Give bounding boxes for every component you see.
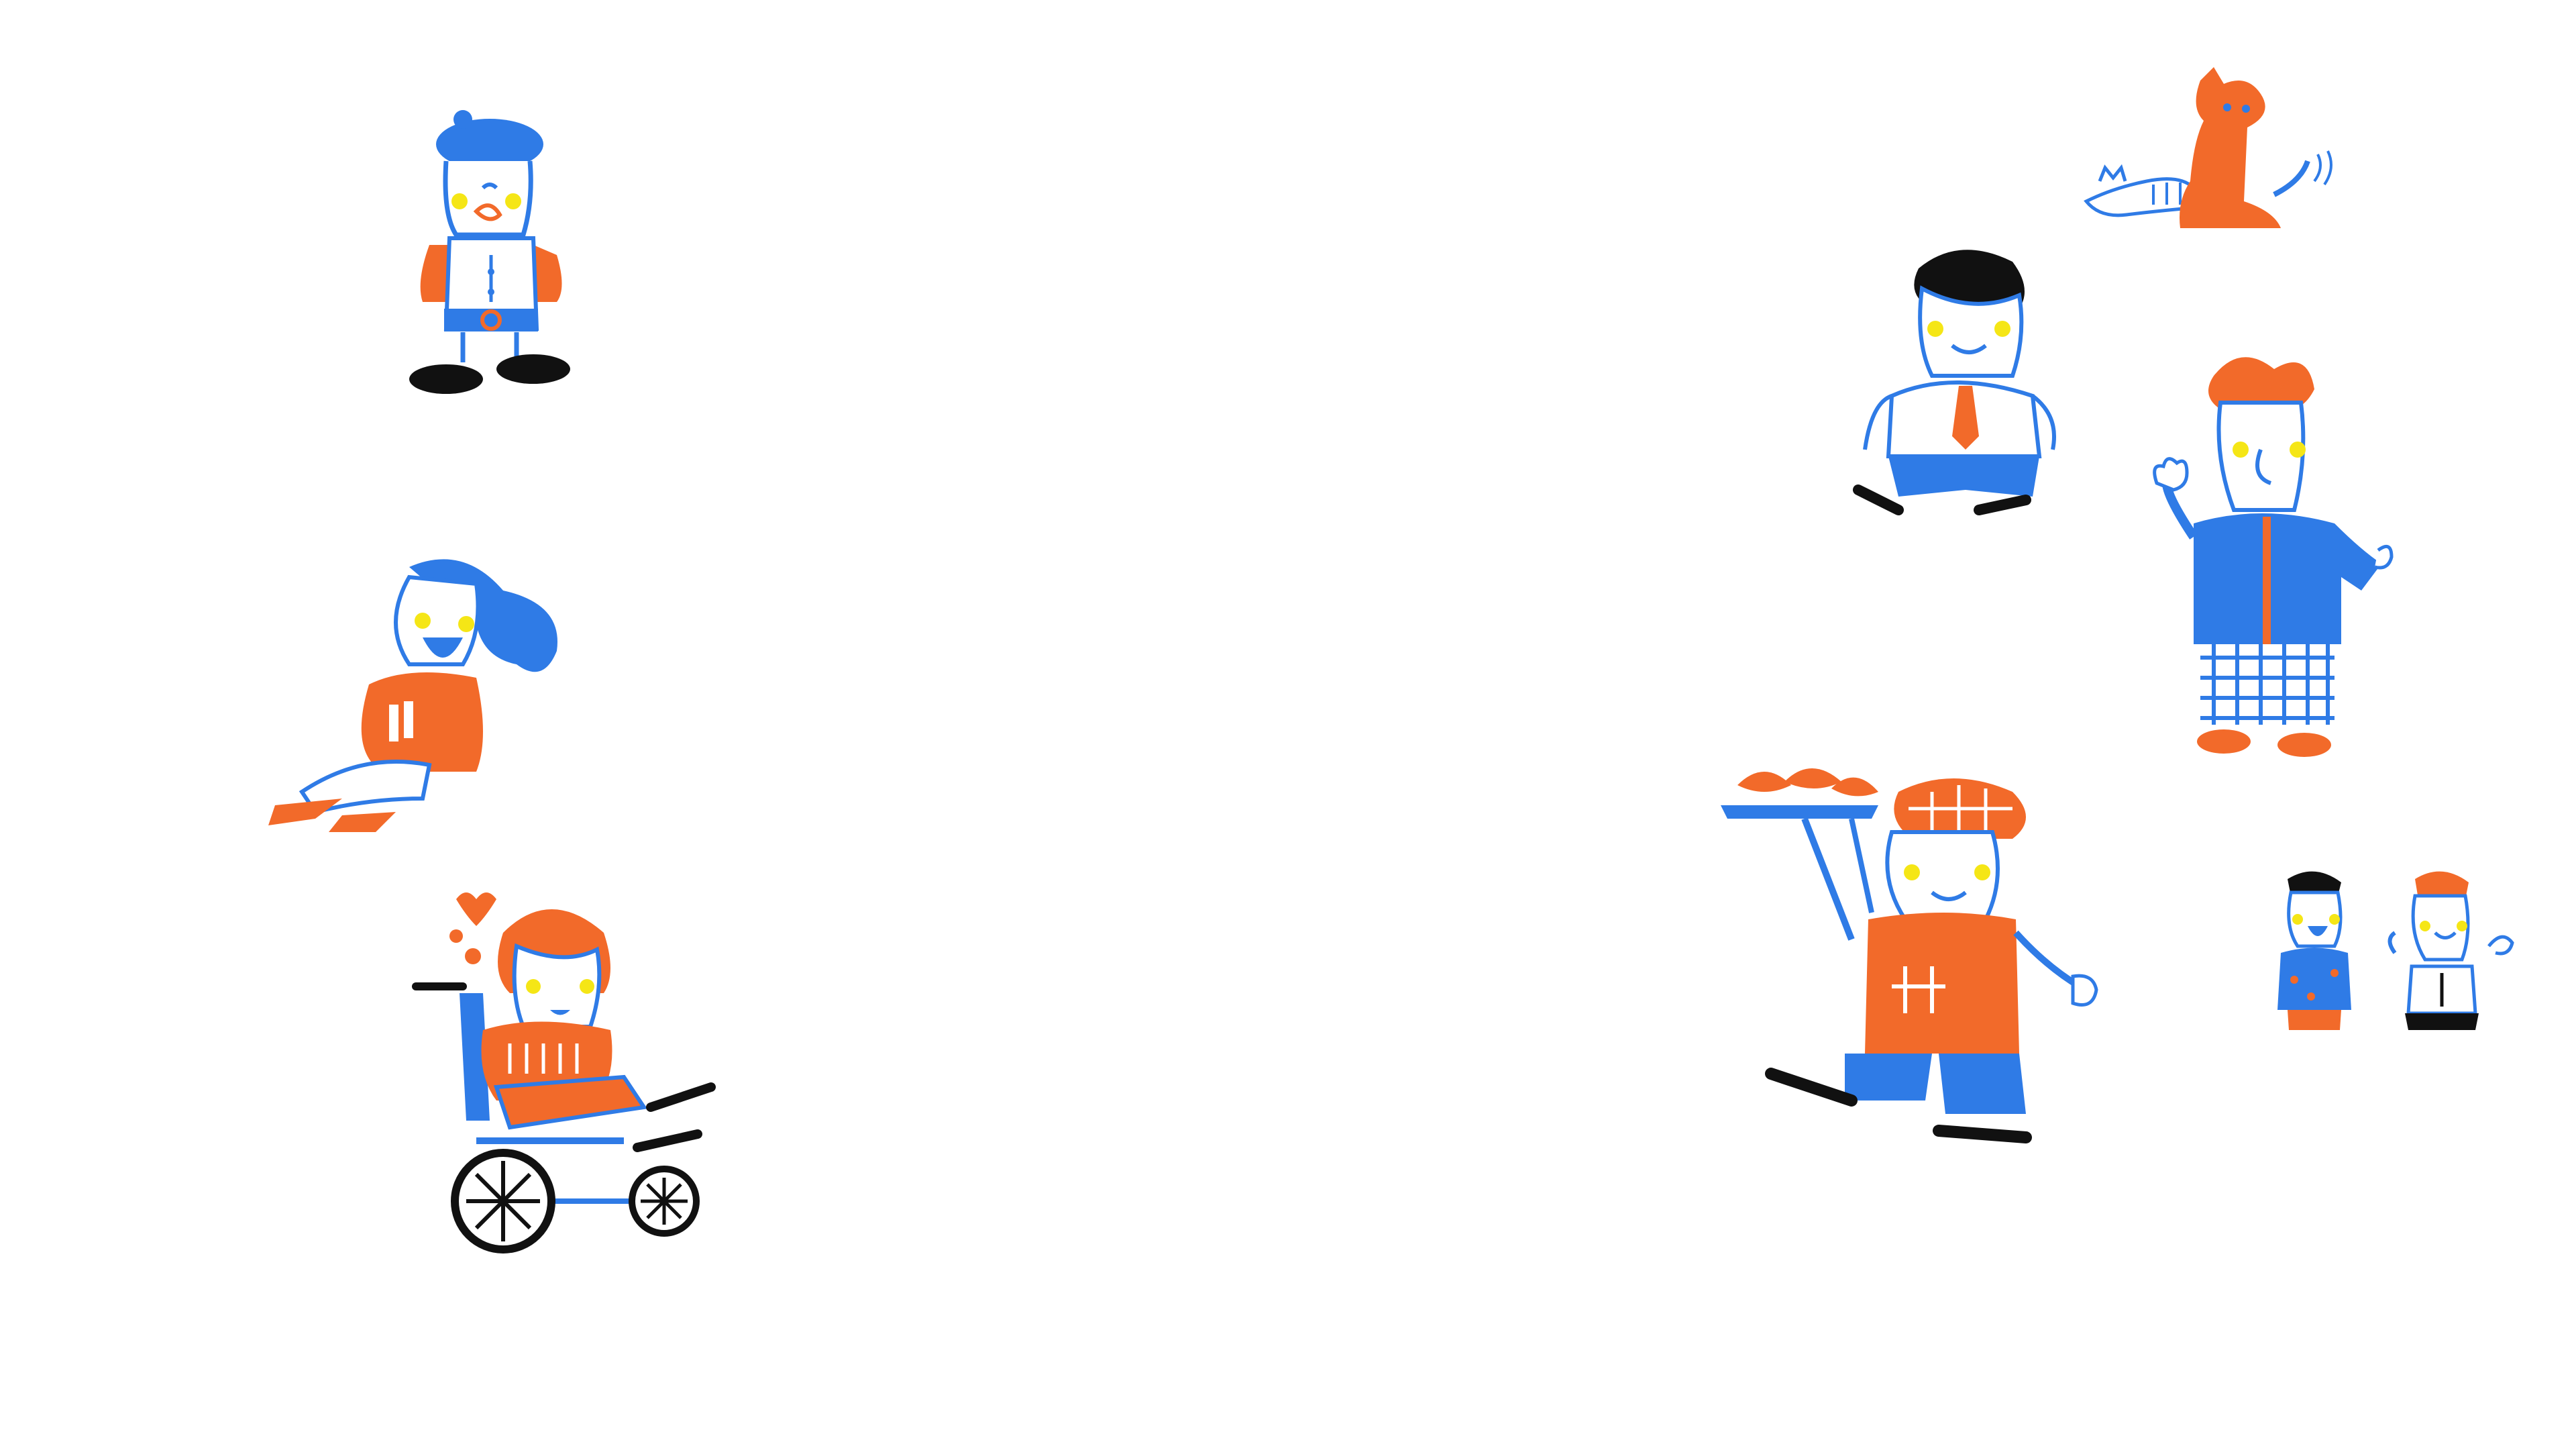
dog-and-cat-illustration: [2073, 67, 2341, 255]
wheelchair-girl-illustration: [402, 886, 738, 1275]
waving-man-illustration: [2140, 349, 2395, 765]
two-children-illustration: [2261, 866, 2549, 1060]
beret-person-illustration: [389, 101, 590, 403]
baker-with-bread-illustration: [1717, 765, 2133, 1154]
man-with-tie-illustration: [1851, 242, 2100, 530]
sitting-woman-illustration: [262, 550, 584, 832]
